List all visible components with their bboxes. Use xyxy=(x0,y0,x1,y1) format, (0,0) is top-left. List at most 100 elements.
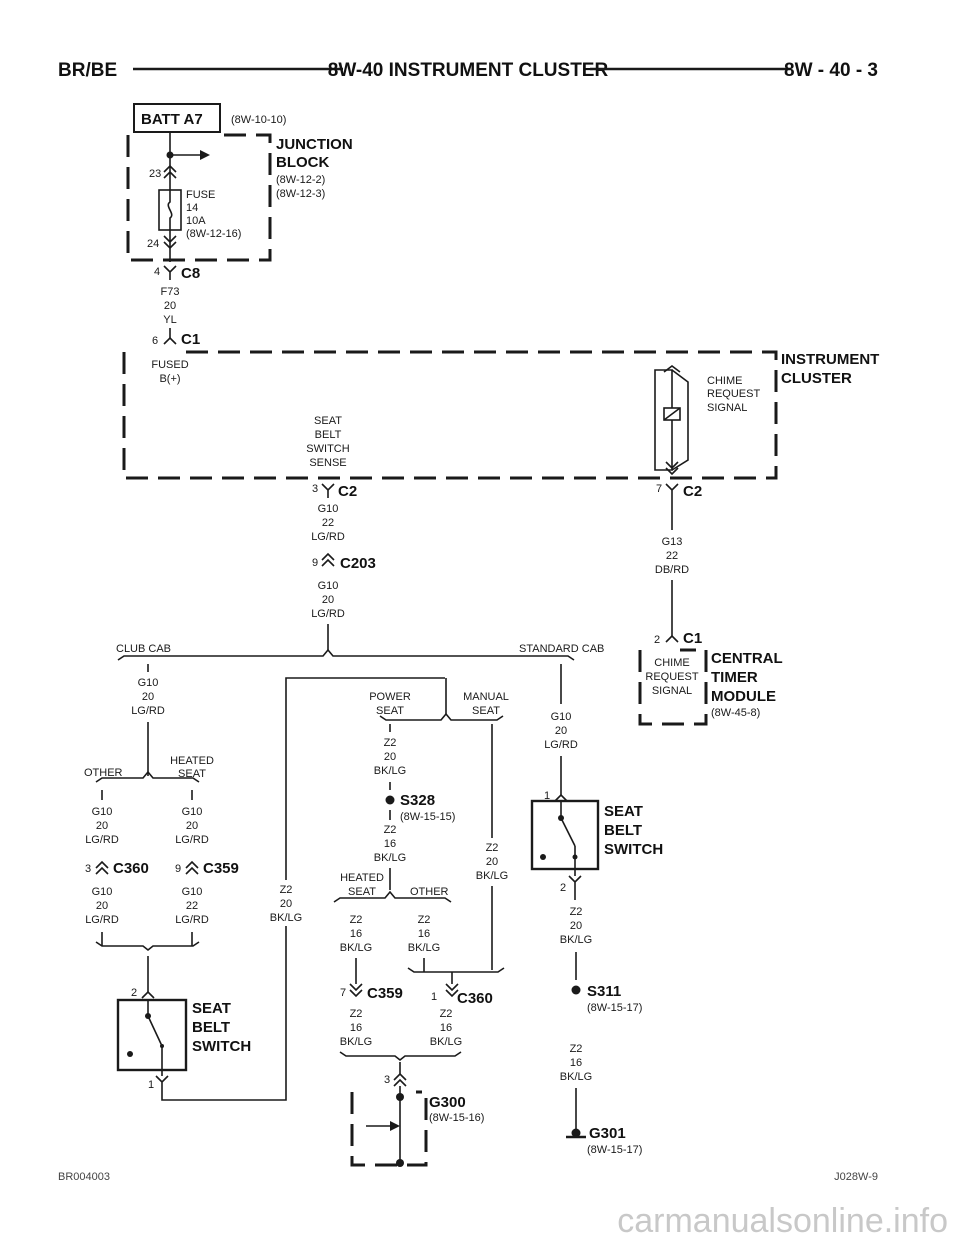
g300-connector-icon xyxy=(393,1072,407,1087)
fuse-label-4: (8W-12-16) xyxy=(186,228,241,240)
c203-label: C203 xyxy=(340,555,376,572)
ctm-chime-2: REQUEST xyxy=(645,671,698,683)
power-seat-label-1: POWER xyxy=(369,691,411,703)
c1-connector-icon xyxy=(163,336,177,345)
fuse-label-1: FUSE xyxy=(186,189,215,201)
wire-g13-1: G13 xyxy=(662,536,683,548)
wire-z2-a-1: Z2 xyxy=(280,884,293,896)
pin-23: 23 xyxy=(149,168,161,180)
wire-z2-e-2: 16 xyxy=(350,928,362,940)
switch-2-pin1: 1 xyxy=(544,790,550,802)
c2-left-connector-icon xyxy=(321,483,335,498)
c359-b-connector-icon xyxy=(349,983,363,998)
instrument-cluster-outline xyxy=(122,350,778,480)
switch-2-contact xyxy=(572,854,578,860)
c360-a-pin: 3 xyxy=(85,863,91,875)
g300-dot-top xyxy=(396,1093,404,1101)
wire-g10-c-1: G10 xyxy=(138,677,159,689)
footer-code-left: BR004003 xyxy=(58,1171,110,1183)
junction-block-title-2: BLOCK xyxy=(276,154,329,171)
fuse-icon xyxy=(167,190,173,230)
c2-left-label: C2 xyxy=(338,483,357,500)
s311-ref: (8W-15-17) xyxy=(587,1002,642,1014)
manual-seat-label-1: MANUAL xyxy=(463,691,509,703)
seat-option-merge-a xyxy=(95,941,200,952)
wire-z2-h-3: BK/LG xyxy=(430,1036,462,1048)
switch-2-pin1-connector-icon xyxy=(554,793,568,802)
c8-pin: 4 xyxy=(154,266,160,278)
s328-label: S328 xyxy=(400,792,435,809)
wire-z2-c-1: Z2 xyxy=(384,824,397,836)
wire-z2-b-2: 20 xyxy=(384,751,396,763)
switch-1-contact-dot xyxy=(127,1051,133,1057)
central-timer-module-outline xyxy=(638,648,708,726)
c359-a-pin: 9 xyxy=(175,863,181,875)
junction-block-outline xyxy=(126,133,272,262)
wire-z2-d-3: BK/LG xyxy=(476,870,508,882)
seat-belt-sense-3: SWITCH xyxy=(306,443,349,455)
wire-g10-d-1: G10 xyxy=(92,806,113,818)
wire-g10-c-2: 20 xyxy=(142,691,154,703)
g300-ref: (8W-15-16) xyxy=(429,1112,484,1124)
seat-option-bus-a xyxy=(95,770,200,783)
s311-splice-dot xyxy=(571,985,581,995)
wire-z2-i-2: 20 xyxy=(570,920,582,932)
switch-2-pin2-connector-icon xyxy=(568,875,582,900)
batt-box xyxy=(133,103,221,133)
wire-g10-b-3: LG/RD xyxy=(311,608,345,620)
wire-g10-f-3: LG/RD xyxy=(85,914,119,926)
ctm-title-3: MODULE xyxy=(711,688,776,705)
switch-2-contact-dot xyxy=(540,854,546,860)
c8-label: C8 xyxy=(181,265,200,282)
seat-belt-switch-2-body xyxy=(530,799,600,871)
junction-block-ref-2: (8W-12-3) xyxy=(276,188,325,200)
club-cab-label: CLUB CAB xyxy=(116,643,171,655)
c360-b-label: C360 xyxy=(457,990,493,1007)
wire-g10-e-2: 20 xyxy=(186,820,198,832)
switch-2-pin2: 2 xyxy=(560,882,566,894)
s328-ref: (8W-15-15) xyxy=(400,811,455,823)
g300-pin: 3 xyxy=(384,1074,390,1086)
c359-a-label: C359 xyxy=(203,860,239,877)
wire-g10-b-2: 20 xyxy=(322,594,334,606)
c360-b-connector-icon xyxy=(445,983,459,998)
instrument-cluster-title-2: CLUSTER xyxy=(781,370,852,387)
instrument-cluster-title-1: INSTRUMENT xyxy=(781,351,879,368)
fuse-label-2: 14 xyxy=(186,202,198,214)
wire-z2-b-3: BK/LG xyxy=(374,765,406,777)
switch-1-pivot xyxy=(145,1013,151,1019)
wire-z2-label-bg xyxy=(264,880,308,926)
wire-z2-i-1: Z2 xyxy=(570,906,583,918)
heated-b-label-1: HEATED xyxy=(340,872,384,884)
fused-label-2: B(+) xyxy=(159,373,180,385)
wire-z2-i-3: BK/LG xyxy=(560,934,592,946)
switch-1-pin2-connector-icon xyxy=(141,990,155,999)
wire-z2-c-2: 16 xyxy=(384,838,396,850)
wire-z2-b-1: Z2 xyxy=(384,737,397,749)
wire-z2-a-2: 20 xyxy=(280,898,292,910)
c2-right-connector-icon xyxy=(665,483,679,530)
c203-pin: 9 xyxy=(312,557,318,569)
wire-g10-f-1: G10 xyxy=(92,886,113,898)
wire-z2-j-2: 16 xyxy=(570,1057,582,1069)
wire-z2-g-3: BK/LG xyxy=(340,1036,372,1048)
wire-z2-d-2: 20 xyxy=(486,856,498,868)
c359-a-connector-icon xyxy=(185,860,199,875)
wire-g10-g-2: 22 xyxy=(186,900,198,912)
seat-belt-sense-4: SENSE xyxy=(309,457,346,469)
ctm-ref: (8W-45-8) xyxy=(711,707,760,719)
ctm-chime-1: CHIME xyxy=(654,657,689,669)
switch-1-title-2: BELT xyxy=(192,1019,230,1036)
c359-b-pin: 7 xyxy=(340,987,346,999)
c2-right-pin: 7 xyxy=(656,483,662,495)
footer-code-right: J028W-9 xyxy=(834,1171,878,1183)
wire-z2-c-3: BK/LG xyxy=(374,852,406,864)
wire-z2-j-1: Z2 xyxy=(570,1043,583,1055)
batt-ref: (8W-10-10) xyxy=(231,114,286,126)
switch-1-title-1: SEAT xyxy=(192,1000,231,1017)
chime-label-2: REQUEST xyxy=(707,388,760,400)
standard-cab-label: STANDARD CAB xyxy=(519,643,604,655)
wire-z2-f-1: Z2 xyxy=(418,914,431,926)
wire-g10-d-3: LG/RD xyxy=(85,834,119,846)
other-b-label: OTHER xyxy=(410,886,449,898)
